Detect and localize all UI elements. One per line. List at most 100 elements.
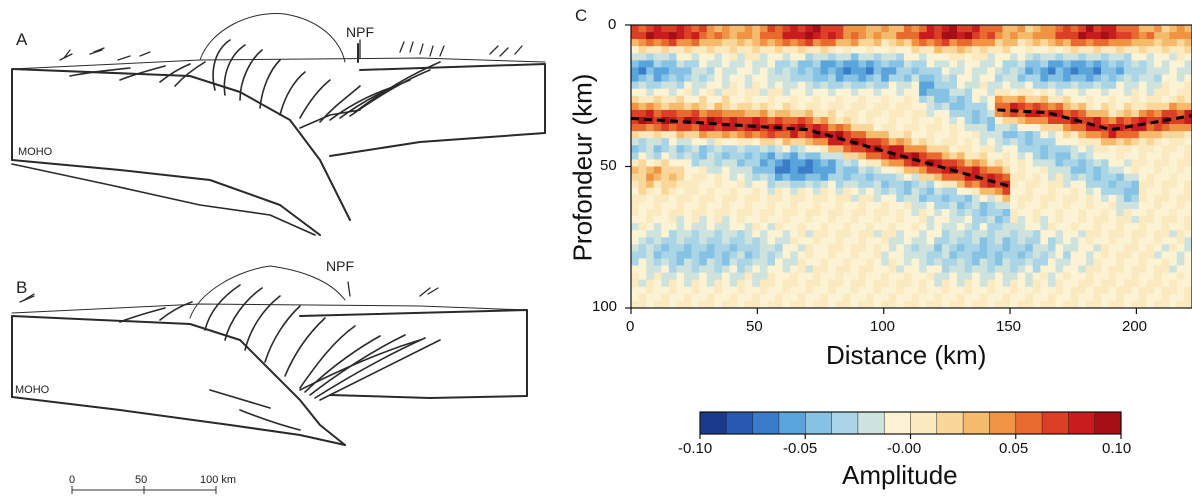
heatmap-cell bbox=[1169, 187, 1178, 196]
heatmap-cell bbox=[1017, 194, 1026, 203]
heatmap-cell bbox=[759, 279, 769, 288]
heatmap-cell bbox=[1025, 293, 1034, 302]
heatmap-cell bbox=[631, 117, 640, 125]
heatmap-cell bbox=[714, 67, 723, 76]
heatmap-cell bbox=[1063, 25, 1072, 33]
heatmap-cell bbox=[653, 109, 662, 118]
heatmap-cell bbox=[1002, 74, 1011, 83]
heatmap-cell bbox=[1176, 286, 1185, 295]
heatmap-cell bbox=[684, 180, 693, 189]
heatmap-cell bbox=[896, 81, 905, 90]
heatmap-cell bbox=[1184, 32, 1192, 40]
heatmap-cell bbox=[714, 81, 723, 90]
heatmap-cell bbox=[1048, 251, 1057, 260]
heatmap-cell bbox=[896, 95, 905, 104]
heatmap-cell bbox=[714, 230, 723, 238]
heatmap-cell bbox=[1184, 95, 1192, 104]
heatmap-cell bbox=[714, 159, 723, 168]
heatmap-cell bbox=[964, 131, 973, 139]
heatmap-cell bbox=[631, 95, 640, 104]
heatmap-cell bbox=[1154, 46, 1163, 54]
heatmap-cell bbox=[919, 46, 928, 54]
heatmap-cell bbox=[1055, 131, 1064, 139]
heatmap-cell bbox=[903, 173, 913, 182]
heatmap-cell bbox=[706, 32, 715, 40]
heatmap-cell bbox=[957, 216, 966, 224]
colorbar-swatch bbox=[883, 411, 912, 435]
heatmap-cell bbox=[1108, 102, 1117, 111]
heatmap-cell bbox=[1048, 258, 1057, 267]
heatmap-cell bbox=[828, 300, 837, 308]
heatmap-cell bbox=[1010, 124, 1019, 132]
heatmap-cell bbox=[873, 159, 882, 168]
heatmap-cell bbox=[805, 244, 814, 252]
heatmap-cell bbox=[987, 109, 996, 118]
heatmap-cell bbox=[1017, 159, 1026, 168]
heatmap-cell bbox=[1085, 67, 1095, 76]
heatmap-cell bbox=[1078, 300, 1087, 308]
heatmap-cell bbox=[699, 272, 708, 281]
heatmap-cell bbox=[1176, 46, 1185, 54]
heatmap-cell bbox=[1131, 286, 1140, 295]
heatmap-cell bbox=[691, 25, 700, 33]
heatmap-cell bbox=[881, 74, 890, 83]
heatmap-cell bbox=[903, 230, 913, 238]
heatmap-cell bbox=[843, 230, 852, 238]
heatmap-cell bbox=[646, 244, 655, 252]
heatmap-cell bbox=[752, 286, 761, 295]
heatmap-cell bbox=[911, 251, 920, 260]
heatmap-cell bbox=[744, 201, 753, 210]
heatmap-cell bbox=[744, 39, 753, 47]
heatmap-cell bbox=[972, 39, 981, 47]
heatmap-cell bbox=[737, 124, 746, 132]
heatmap-cell bbox=[729, 102, 738, 111]
heatmap-cell bbox=[699, 53, 708, 61]
heatmap-cell bbox=[752, 159, 761, 168]
heatmap-cell bbox=[1070, 251, 1079, 260]
heatmap-cell bbox=[964, 201, 973, 210]
heatmap-cell bbox=[722, 237, 731, 245]
heatmap-cell bbox=[775, 194, 784, 203]
cb-tick-010: 0.10 bbox=[1102, 440, 1132, 457]
heatmap-cell bbox=[949, 201, 958, 210]
heatmap-cell bbox=[1093, 293, 1102, 302]
heatmap-cell bbox=[987, 166, 996, 175]
heatmap-cell bbox=[767, 102, 776, 111]
heatmap-cell bbox=[1161, 180, 1170, 189]
heatmap-cell bbox=[812, 166, 822, 175]
heatmap-cell bbox=[759, 209, 769, 217]
heatmap-cell bbox=[1123, 39, 1132, 47]
heatmap-cell bbox=[1176, 279, 1185, 288]
heatmap-cell bbox=[729, 145, 738, 153]
heatmap-cell bbox=[676, 244, 685, 252]
heatmap-cell bbox=[1040, 230, 1049, 238]
heatmap-cell bbox=[1025, 258, 1034, 267]
heatmap-cell bbox=[1093, 251, 1102, 260]
heatmap-cell bbox=[805, 230, 814, 238]
heatmap-cell bbox=[835, 109, 844, 118]
heatmap-cell bbox=[797, 265, 806, 274]
heatmap-cell bbox=[1184, 251, 1192, 260]
heatmap-cell bbox=[1017, 67, 1026, 76]
heatmap-cell bbox=[759, 74, 769, 83]
heatmap-cell bbox=[1048, 244, 1057, 252]
heatmap-cell bbox=[903, 244, 913, 252]
heatmap-cell bbox=[1101, 145, 1110, 153]
heatmap-cell bbox=[828, 138, 837, 146]
heatmap-cell bbox=[979, 209, 988, 217]
heatmap-cell bbox=[729, 272, 738, 281]
heatmap-cell bbox=[1010, 46, 1019, 54]
heatmap-cell bbox=[691, 244, 700, 252]
heatmap-cell bbox=[1085, 251, 1095, 260]
heatmap-cell bbox=[972, 95, 981, 104]
heatmap-cell bbox=[1146, 300, 1155, 308]
heatmap-cell bbox=[926, 244, 935, 252]
heatmap-cell bbox=[911, 67, 920, 76]
heatmap-cell bbox=[941, 201, 950, 210]
panel-a-moho-right bbox=[329, 132, 546, 157]
heatmap-cell bbox=[646, 279, 655, 288]
heatmap-cell bbox=[744, 166, 753, 175]
heatmap-cell bbox=[1116, 159, 1125, 168]
heatmap-cell bbox=[1002, 53, 1011, 61]
heatmap-cell bbox=[775, 53, 784, 61]
